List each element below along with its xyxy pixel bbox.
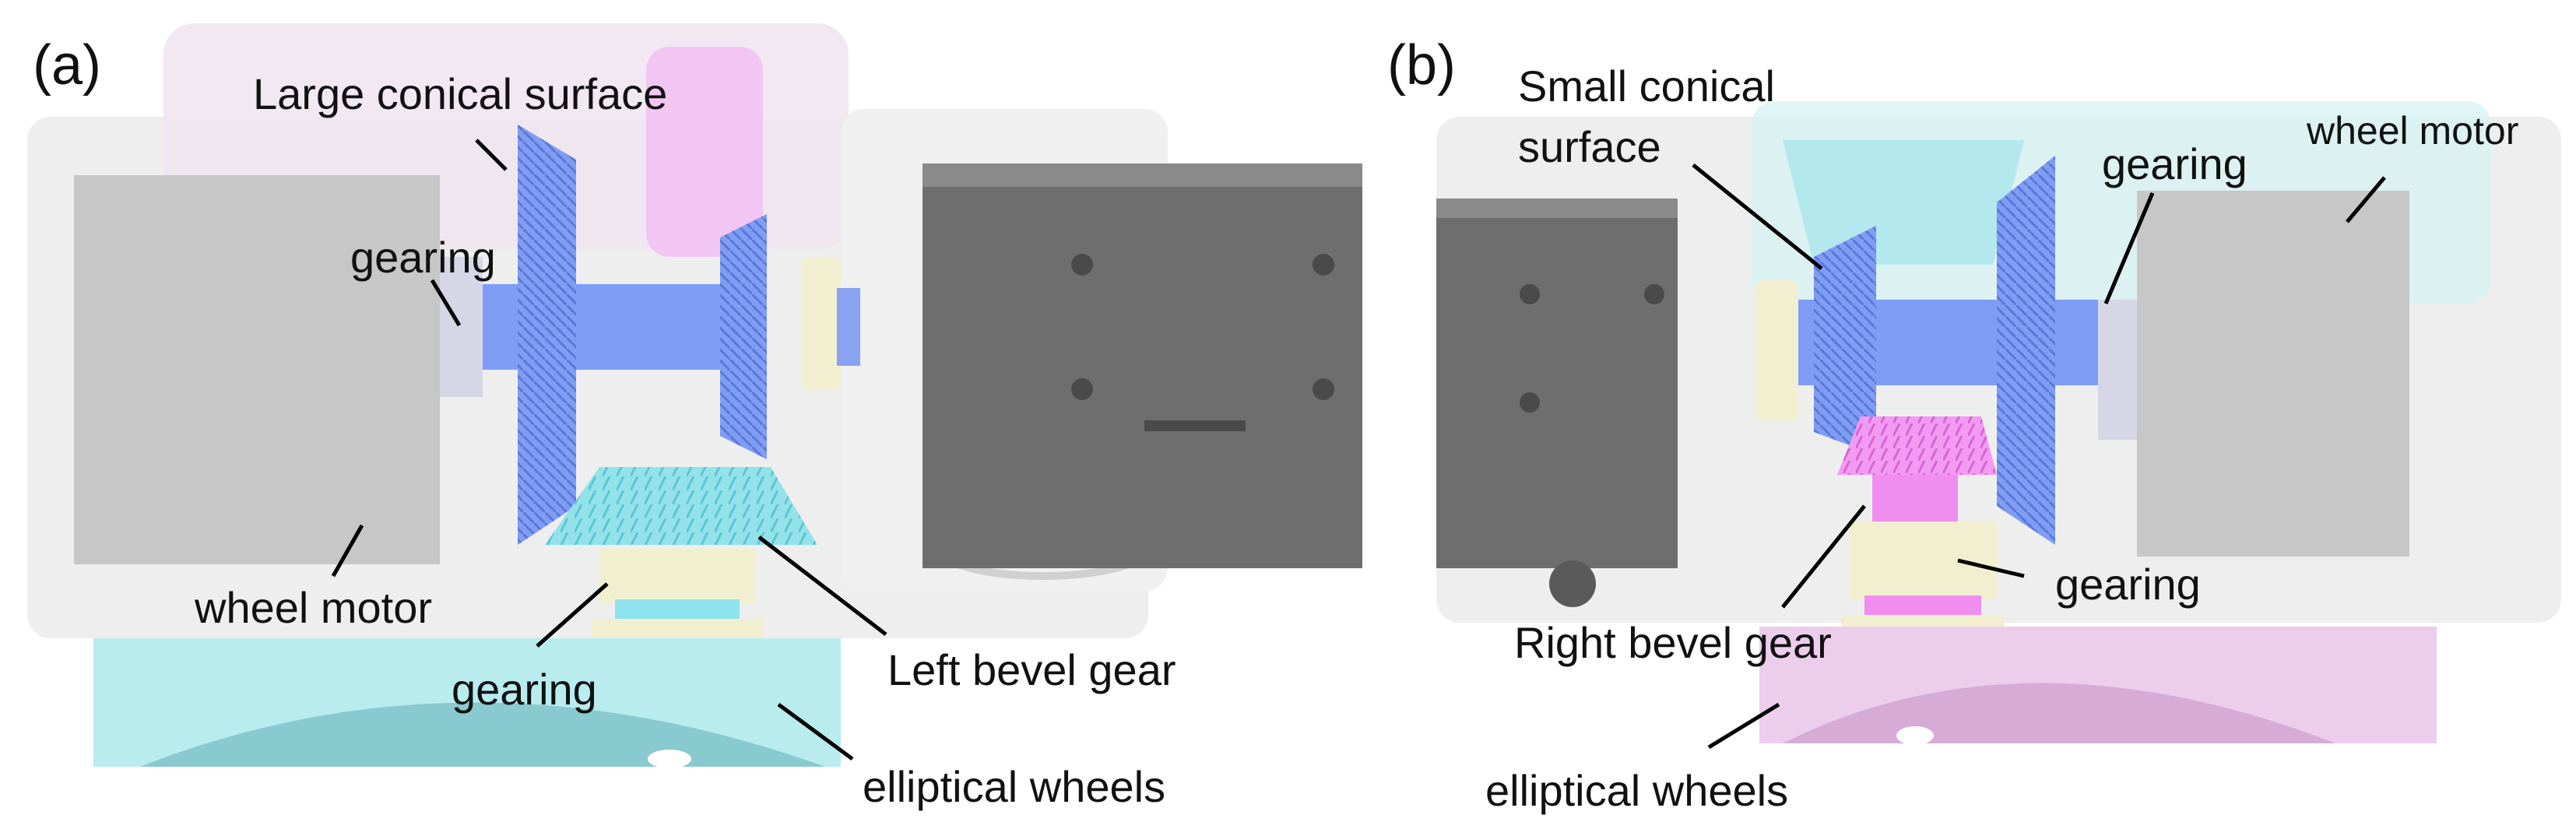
panel-tag-a: (a) xyxy=(33,34,101,97)
label-elliptical-wheels-b: elliptical wheels xyxy=(1485,766,1788,815)
cream-bearing-a xyxy=(802,257,841,389)
right-bevel-gear-b xyxy=(1837,416,1997,475)
connector-b xyxy=(1549,560,1596,607)
leader-gearing-bottom-a xyxy=(536,582,609,648)
large-bevel-disc-b xyxy=(1997,156,2055,545)
label-left-bevel-gear: Left bevel gear xyxy=(887,645,1176,694)
dark-housing-b xyxy=(1436,198,1678,568)
screw-hole-b3 xyxy=(1644,284,1664,304)
leader-right-bevel-b xyxy=(1781,504,1866,609)
cream-bearing-b xyxy=(1755,280,1798,420)
wheel-motor-body-a xyxy=(74,175,440,564)
dark-housing-a xyxy=(923,163,1362,568)
screw-hole-a4 xyxy=(1313,378,1334,400)
screw-hole-a1 xyxy=(1071,254,1093,276)
leader-gearing-top-a xyxy=(430,279,462,327)
label-elliptical-wheels-a: elliptical wheels xyxy=(863,762,1165,811)
elliptical-wheel-curve-a xyxy=(140,702,825,767)
label-small-conical-line2: surface xyxy=(1518,122,1661,171)
screw-hole-b1 xyxy=(1520,284,1540,304)
screw-hole-a2 xyxy=(1313,254,1334,276)
wheel-hole-a xyxy=(648,750,691,768)
cream-collar-a xyxy=(599,549,755,603)
dark-housing-top-b xyxy=(1436,198,1678,218)
label-wheel-motor-b: wheel motor xyxy=(2306,109,2518,153)
large-bevel-disc-a xyxy=(518,125,576,545)
bearing-shaft-a xyxy=(837,288,860,366)
cyan-gear-b xyxy=(1783,140,2024,265)
label-gearing-top-b: gearing xyxy=(2102,139,2247,188)
leader-gearing-top-b xyxy=(2103,192,2155,304)
motor-shaft-b xyxy=(2098,300,2137,440)
label-large-conical-surface: Large conical surface xyxy=(253,69,667,118)
leader-wheel-motor-b xyxy=(2346,176,2386,223)
small-bevel-disc-b xyxy=(1814,226,1876,455)
wheel-hole-b xyxy=(1896,726,1934,745)
screw-hole-b2 xyxy=(1520,392,1540,413)
dark-housing-top-a xyxy=(923,163,1362,187)
magenta-neck-b xyxy=(1872,475,1958,522)
label-gearing-bottom-a: gearing xyxy=(452,665,597,714)
leader-wheel-motor-a xyxy=(331,524,364,578)
leader-large-conical-a xyxy=(475,139,508,171)
magenta-gear-a xyxy=(646,47,763,257)
label-wheel-motor-a: wheel motor xyxy=(194,583,432,632)
leader-gearing-right-b xyxy=(1957,558,2025,578)
label-right-bevel-gear: Right bevel gear xyxy=(1514,618,1832,667)
label-gearing-top-a: gearing xyxy=(350,233,496,282)
leader-elliptical-a xyxy=(777,702,854,761)
screw-hole-a3 xyxy=(1071,378,1093,400)
left-bevel-gear-a xyxy=(545,467,817,545)
wheel-motor-body-b xyxy=(2137,191,2409,557)
panel-a: (a) Large conical surface gearing wheel … xyxy=(27,23,1362,811)
panel-tag-b: (b) xyxy=(1387,34,1456,97)
panel-b: (b) Small conical surface gearing wheel … xyxy=(1387,34,2561,815)
label-small-conical-line1: Small conical xyxy=(1518,61,1775,111)
cream-collar-b xyxy=(1849,522,1997,599)
wheel-motor-shaft-a xyxy=(440,257,483,397)
leader-elliptical-b xyxy=(1707,702,1780,750)
slot-a xyxy=(1144,420,1246,431)
label-gearing-right-b: gearing xyxy=(2055,560,2201,609)
leader-left-bevel-a xyxy=(757,536,887,636)
leader-small-conical-b xyxy=(1692,163,1823,270)
cream-washer-a xyxy=(592,619,763,638)
small-bevel-disc-a xyxy=(720,214,767,459)
